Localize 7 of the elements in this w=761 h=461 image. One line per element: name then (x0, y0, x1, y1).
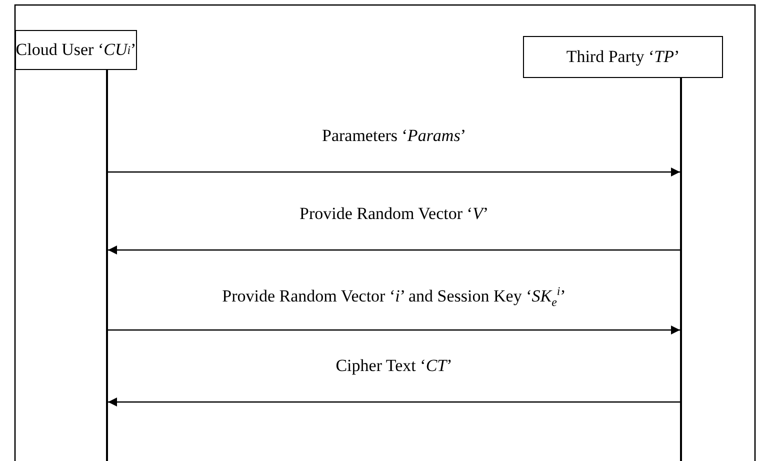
message-arrow (108, 168, 680, 176)
lifeline (106, 70, 108, 461)
message-arrow (108, 326, 680, 334)
lifeline (680, 78, 682, 461)
message-arrow (108, 246, 680, 254)
participant-box: Third Party ‘TP’ (523, 36, 723, 78)
message-arrow (108, 398, 680, 406)
